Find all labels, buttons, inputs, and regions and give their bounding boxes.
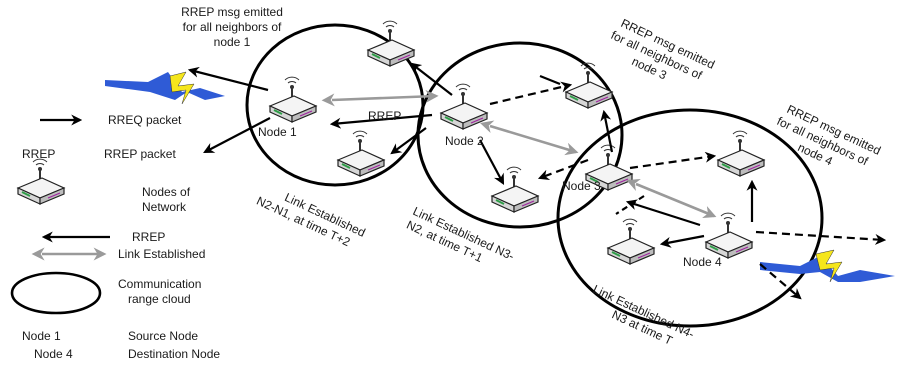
annotation-rrep-node1-line2: for all neighbors of <box>183 20 282 34</box>
annotation-link-n2n1: Link Established N2-N1, at time T+2 <box>254 190 367 249</box>
legend-rrep-packet-label: RREP packet <box>104 147 176 161</box>
lightning-right-bolt-icon <box>815 249 843 283</box>
legend-rrep-word: RREP <box>22 147 55 161</box>
range-cloud-node3 <box>556 108 824 328</box>
annotation-link-n4n3: Link Established N4- N3 at time T <box>591 282 697 348</box>
legend-router-icon <box>17 158 65 205</box>
annotation-rrep-node1: RREP msg emitted for all neighbors of no… <box>181 5 283 49</box>
link-n1-n2 <box>321 89 439 107</box>
arrow-n4-down <box>759 263 802 300</box>
arrow-n2-to-top <box>410 62 453 96</box>
router-neighbor-top-icon <box>367 20 415 68</box>
arrow-n3-to-right <box>629 151 717 170</box>
router-node1-icon <box>269 76 317 123</box>
legend: RREQ packet RREP RREP packet Nodes of Ne… <box>10 113 220 361</box>
arrow-n2-to-lower <box>390 127 427 155</box>
router-neighbor-n1-low-icon <box>337 130 385 177</box>
arrow-n4-to-low <box>659 234 705 248</box>
legend-node4: Node 4 <box>34 347 73 361</box>
arrow-n3-to-low <box>537 158 589 181</box>
link-n3-n4 <box>626 178 717 219</box>
arrow-n2-to-n1 <box>329 113 433 129</box>
arrow-n3-up <box>600 109 614 153</box>
rrep-arrows <box>187 62 887 300</box>
legend-comm-line1: Communication <box>118 277 201 291</box>
annotation-rrep-node1-line1: RREP msg emitted <box>181 5 283 19</box>
annotation-link-n3n2: Link Established N3- N2, at time T+1 <box>404 204 516 265</box>
node4-label: Node 4 <box>683 255 722 269</box>
node2-label: Node 2 <box>445 134 484 148</box>
arrow-n1-to-source <box>187 66 269 92</box>
legend-link-label: Link Established <box>118 247 205 261</box>
router-neighbor-n3-right-icon <box>717 130 765 177</box>
legend-source-node: Source Node <box>128 329 198 343</box>
router-neighbor-n3-low-icon <box>607 218 655 265</box>
node1-label: Node 1 <box>258 125 297 139</box>
legend-destination-node: Destination Node <box>128 347 220 361</box>
link-arrows <box>321 89 717 219</box>
legend-nodes-line1: Nodes of <box>142 185 191 199</box>
arrow-n1-down <box>203 117 271 154</box>
legend-comm-line2: range cloud <box>128 292 191 306</box>
legend-rreq-label: RREQ packet <box>108 113 182 127</box>
arrow-n2-to-right <box>489 81 573 106</box>
legend-node1: Node 1 <box>22 329 61 343</box>
arrow-n4-right <box>755 230 887 245</box>
router-node4-icon <box>705 212 753 259</box>
legend-rrep-label: RREP <box>132 230 165 244</box>
annotation-rrep-node1-line3: node 1 <box>214 35 251 49</box>
rrep-mid-label: RREP <box>368 109 401 123</box>
link-n2-n3 <box>480 120 579 156</box>
legend-range-cloud-icon <box>10 271 102 315</box>
lightning-left-bolt-icon <box>169 71 195 105</box>
node3-label: Node 3 <box>562 179 601 193</box>
annotation-rrep-node3: RREP msg emitted for all neighbors of no… <box>609 16 717 83</box>
arrow-rrep-top <box>539 74 561 86</box>
legend-nodes-line2: Network <box>142 200 187 214</box>
